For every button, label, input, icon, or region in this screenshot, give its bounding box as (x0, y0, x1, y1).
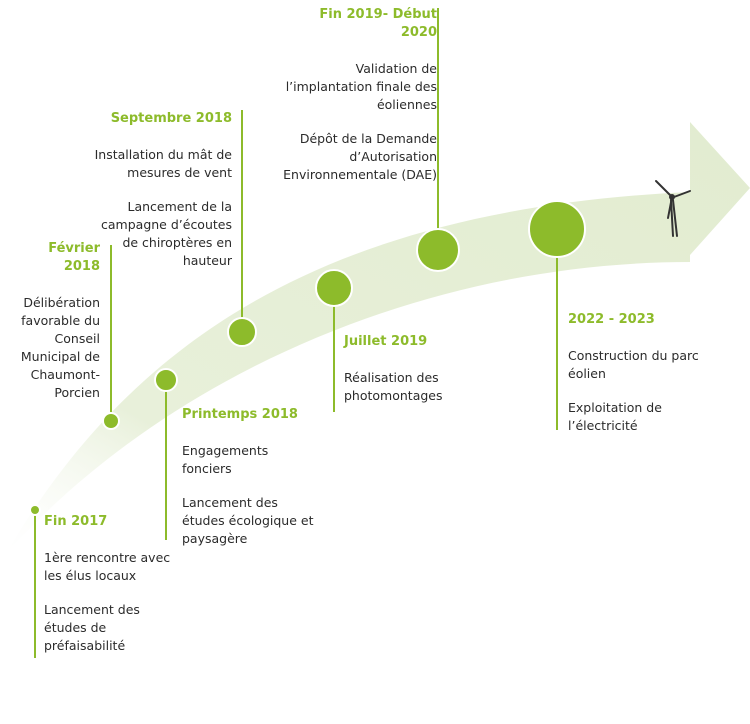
milestone-item: Installation du mât de mesures de vent (94, 147, 232, 180)
milestone-dot-3 (227, 317, 257, 347)
milestone-item: Délibération favorable du Conseil Munici… (20, 295, 100, 400)
milestone-item: Réalisation des photomontages (344, 370, 443, 403)
milestone-date: Septembre 2018 (110, 111, 232, 126)
milestone-date: Fin 2017 (44, 514, 108, 529)
milestone-dot-2 (154, 368, 178, 392)
milestone-item: Exploitation de l’électricité (568, 400, 662, 433)
milestone-juillet-2019: Juillet 2019 Réalisation des photomontag… (344, 333, 464, 421)
milestone-item: Lancement des études écologique et paysa… (182, 495, 314, 546)
milestone-item: Validation de l’implantation finale des … (285, 61, 437, 112)
milestone-dot-5 (416, 228, 460, 272)
milestone-fevrier-2018: Février 2018 Délibération favorable du C… (20, 240, 100, 418)
milestone-2022-2023: 2022 - 2023 Construction du parc éolien … (568, 311, 703, 451)
milestone-item: Construction du parc éolien (568, 348, 699, 381)
milestone-item: Lancement de la campagne d’écoutes de ch… (101, 199, 232, 268)
milestone-item: Dépôt de la Demande d’Autorisation Envir… (283, 131, 437, 182)
milestone-dot-6 (528, 200, 586, 258)
milestone-septembre-2018: Septembre 2018 Installation du mât de me… (90, 110, 232, 286)
milestone-fin-2019: Fin 2019- Début 2020 Validation de l’imp… (280, 6, 437, 200)
milestone-item: Lancement des études de préfaisabilité (44, 602, 140, 653)
milestone-item: Engagements fonciers (182, 443, 269, 476)
milestone-date: Printemps 2018 (182, 407, 298, 422)
milestone-date: Fin 2019- Début 2020 (319, 7, 437, 40)
milestone-fin-2017: Fin 2017 1ère rencontre avec les élus lo… (44, 513, 174, 671)
milestone-date: Février 2018 (48, 241, 100, 274)
milestone-item: 1ère rencontre avec les élus locaux (44, 550, 171, 583)
milestone-date: Juillet 2019 (344, 334, 428, 349)
milestone-dot-1 (102, 412, 120, 430)
milestone-printemps-2018: Printemps 2018 Engagements fonciers Lanc… (182, 406, 317, 564)
milestone-dot-0 (29, 504, 41, 516)
milestone-date: 2022 - 2023 (568, 312, 655, 327)
milestone-dot-4 (315, 269, 353, 307)
wind-turbine-icon (655, 180, 691, 237)
